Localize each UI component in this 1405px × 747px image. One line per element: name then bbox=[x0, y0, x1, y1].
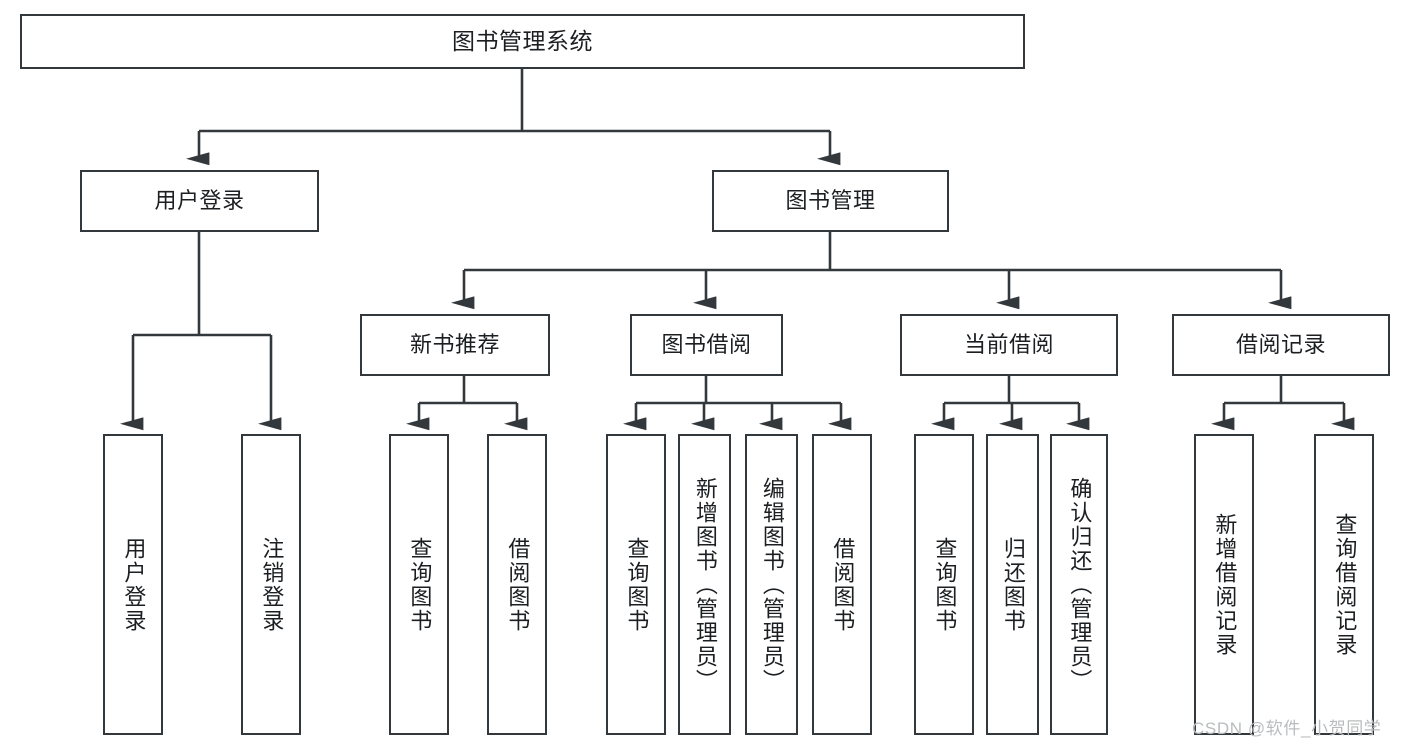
node-label: 查询图书 bbox=[624, 536, 650, 633]
node-label: 注销登录 bbox=[259, 536, 285, 633]
leaf-confirm-return[interactable]: 确认归还（管理员） bbox=[1050, 434, 1108, 735]
leaf-logout-login[interactable]: 注销登录 bbox=[241, 434, 301, 735]
node-label: 新增借阅记录 bbox=[1212, 512, 1238, 657]
node-label: 归还图书 bbox=[1000, 536, 1026, 633]
leaf-add-book[interactable]: 新增图书（管理员） bbox=[678, 434, 731, 735]
leaf-edit-book[interactable]: 编辑图书（管理员） bbox=[745, 434, 798, 735]
node-label: 确认归还（管理员） bbox=[1067, 476, 1093, 693]
node-book-management-system[interactable]: 图书管理系统 bbox=[20, 14, 1025, 69]
leaf-query-record[interactable]: 查询借阅记录 bbox=[1314, 434, 1374, 735]
node-label: 新书推荐 bbox=[409, 331, 500, 357]
leaf-query-book-3[interactable]: 查询图书 bbox=[914, 434, 974, 735]
node-label: 新增图书（管理员） bbox=[692, 476, 718, 693]
leaf-query-book-1[interactable]: 查询图书 bbox=[389, 434, 449, 735]
node-label: 当前借阅 bbox=[963, 331, 1054, 357]
node-label: 用户登录 bbox=[121, 536, 147, 633]
node-user-login[interactable]: 用户登录 bbox=[80, 170, 319, 232]
leaf-add-record[interactable]: 新增借阅记录 bbox=[1194, 434, 1254, 735]
node-label: 借阅记录 bbox=[1235, 331, 1326, 357]
node-label: 查询图书 bbox=[407, 536, 433, 633]
node-book-management[interactable]: 图书管理 bbox=[712, 170, 949, 232]
node-label: 借阅图书 bbox=[830, 536, 856, 633]
node-current-borrow[interactable]: 当前借阅 bbox=[900, 314, 1118, 376]
node-new-book-recommend[interactable]: 新书推荐 bbox=[360, 314, 550, 376]
leaf-user-login[interactable]: 用户登录 bbox=[103, 434, 163, 735]
node-label: 查询图书 bbox=[932, 536, 958, 633]
node-label: 编辑图书（管理员） bbox=[759, 476, 785, 693]
node-borrow-record[interactable]: 借阅记录 bbox=[1172, 314, 1390, 376]
leaf-borrow-book-2[interactable]: 借阅图书 bbox=[812, 434, 872, 735]
leaf-borrow-book-1[interactable]: 借阅图书 bbox=[487, 434, 547, 735]
node-label: 借阅图书 bbox=[505, 536, 531, 633]
node-label: 用户登录 bbox=[154, 187, 245, 213]
node-label: 查询借阅记录 bbox=[1332, 512, 1358, 657]
node-book-borrow[interactable]: 图书借阅 bbox=[630, 314, 783, 376]
leaf-return-book[interactable]: 归还图书 bbox=[986, 434, 1039, 735]
node-label: 图书管理 bbox=[785, 187, 876, 213]
node-label: 图书借阅 bbox=[661, 331, 752, 357]
node-label: 图书管理系统 bbox=[452, 27, 593, 54]
leaf-query-book-2[interactable]: 查询图书 bbox=[606, 434, 666, 735]
